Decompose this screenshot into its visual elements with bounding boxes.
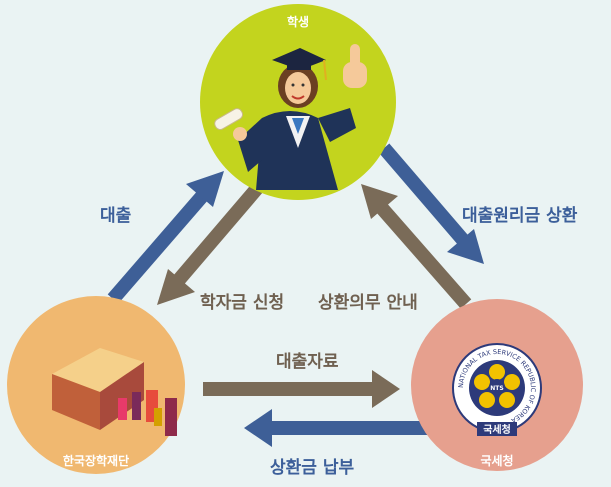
edge-label-notice: 상환의무 안내 <box>318 293 418 313</box>
foundation-logo <box>52 348 177 436</box>
edge-label-repay: 대출원리금 상환 <box>462 206 578 226</box>
foundation-label: 한국장학재단 <box>62 454 130 468</box>
foundation-node <box>7 296 185 474</box>
student-node: 학생 <box>200 4 396 200</box>
emblem-center-text: NTS <box>490 385 503 392</box>
emblem-name: 국세청 <box>483 423 511 436</box>
tax-node: NTS NATIONAL TAX SERVICE REPUBLIC OF KOR… <box>411 299 583 471</box>
tax-label: 국세청 <box>480 454 514 468</box>
arrow-loan <box>107 171 224 304</box>
arrow-apply <box>157 181 265 305</box>
edge-label-loan-data: 대출자료 <box>276 352 339 372</box>
arrow-payment <box>244 409 428 447</box>
arrow-loan-data <box>203 370 400 408</box>
arrow-repay <box>378 143 484 264</box>
edge-label-payment: 상환금 납부 <box>270 458 355 478</box>
arrow-notice <box>361 184 472 309</box>
edge-label-loan: 대출 <box>100 206 132 226</box>
graduate-illustration <box>214 44 367 190</box>
edge-label-apply: 학자금 신청 <box>200 293 285 313</box>
student-label: 학생 <box>287 14 309 29</box>
nts-emblem: NTS NATIONAL TAX SERVICE REPUBLIC OF KOR… <box>452 343 542 436</box>
